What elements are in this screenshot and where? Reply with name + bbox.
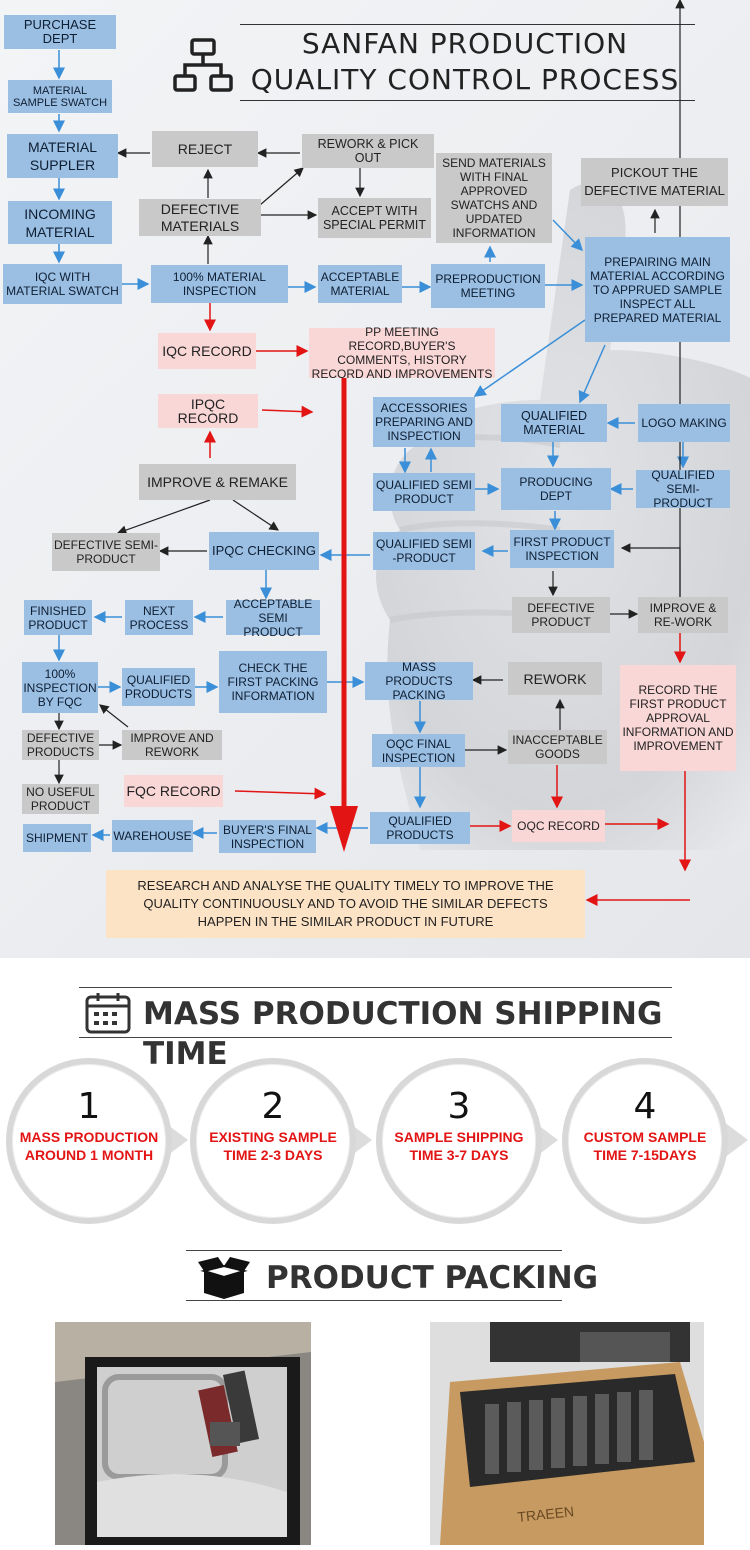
title-line-1: SANFAN PRODUCTION <box>301 27 629 60</box>
pickout-defective-node: PICKOUT THE DEFECTIVE MATERIAL <box>581 158 728 206</box>
producing-dept-node: PRODUCING DEPT <box>501 468 611 510</box>
oqc-final-inspection-node: OQC FINAL INSPECTION <box>372 734 465 767</box>
logo-making-node: LOGO MAKING <box>638 404 730 442</box>
qualified-semi-product-node-1: QUALIFIED SEMI PRODUCT <box>373 473 475 511</box>
qualified-products-final-node: QUALIFIED PRODUCTS <box>370 812 470 844</box>
material-inspection-node: 100% MATERIAL INSPECTION <box>151 265 288 303</box>
incoming-material-node: INCOMING MATERIAL <box>8 201 112 244</box>
rework-node: REWORK <box>508 662 602 695</box>
mass-products-packing-node: MASS PRODUCTS PACKING <box>365 660 473 702</box>
inacceptable-goods-node: INACCEPTABLE GOODS <box>508 730 607 764</box>
step-text: EXISTING SAMPLE TIME 2-3 DAYS <box>209 1129 337 1163</box>
fqc-record-node: FQC RECORD <box>124 775 223 807</box>
acceptable-semi-product-node: ACCEPTABLE SEMI PRODUCT <box>226 597 320 639</box>
purchase-dept-node: PURCHASE DEPT <box>4 15 116 49</box>
preparing-material-node: PREPAIRING MAIN MATERIAL ACCORDING TO AP… <box>585 237 730 342</box>
accept-special-permit-node: ACCEPT WITH SPECIAL PERMIT <box>318 198 431 238</box>
org-chart-icon <box>173 38 233 92</box>
step-number: 2 <box>261 1086 285 1127</box>
qualified-material-node: QUALIFIED MATERIAL <box>501 404 607 442</box>
fqc-inspection-node: 100% INSPECTION BY FQC <box>22 662 98 713</box>
defective-products-node: DEFECTIVE PRODUCTS <box>22 730 99 760</box>
buyer-final-inspection-node: BUYER'S FINAL INSPECTION <box>219 820 316 853</box>
defective-product-node: DEFECTIVE PRODUCT <box>512 597 610 633</box>
iqc-swatch-node: IQC WITH MATERIAL SWATCH <box>3 264 122 304</box>
improve-rework-right-node: IMPROVE & RE-WORK <box>638 597 728 633</box>
research-analysis-node: RESEARCH AND ANALYSE THE QUALITY TIMELY … <box>106 870 585 938</box>
material-swatch-node: MATERIAL SAMPLE SWATCH <box>8 80 112 113</box>
step-number: 4 <box>633 1086 657 1127</box>
acceptable-material-node: ACCEPTABLE MATERIAL <box>318 265 402 303</box>
page-title: SANFAN PRODUCTION QUALITY CONTROL PROCES… <box>250 26 680 98</box>
title-line-2: QUALITY CONTROL PROCESS <box>250 63 680 96</box>
ipqc-checking-node: IPQC CHECKING <box>209 532 319 570</box>
step-text: CUSTOM SAMPLE TIME 7-15DAYS <box>583 1129 707 1163</box>
record-first-product-node: RECORD THE FIRST PRODUCT APPROVAL INFORM… <box>620 665 736 771</box>
finished-product-node: FINISHED PRODUCT <box>24 600 92 635</box>
no-useful-product-node: NO USEFUL PRODUCT <box>22 784 99 814</box>
packing-photo-1 <box>55 1322 311 1545</box>
step-number: 3 <box>447 1086 471 1127</box>
oqc-record-node: OQC RECORD <box>512 810 605 842</box>
iqc-record-node: IQC RECORD <box>158 333 256 369</box>
defective-semi-product-node: DEFECTIVE SEMI-PRODUCT <box>52 533 160 571</box>
qualified-semi-product-node-2: QUALIFIED SEMI-PRODUCT <box>636 468 730 510</box>
pp-meeting-record-node: PP MEETING RECORD,BUYER'S COMMENTS, HIST… <box>309 325 495 381</box>
defective-materials-node: DEFECTIVE MATERIALS <box>139 199 261 236</box>
preproduction-meeting-node: PREPRODUCTION MEETING <box>431 264 545 308</box>
qualified-products-node: QUALIFIED PRODUCTS <box>122 668 195 706</box>
first-product-inspection-node: FIRST PRODUCT INSPECTION <box>510 530 614 568</box>
ipqc-record-node: IPQC RECORD <box>158 394 258 428</box>
next-process-node: NEXT PROCESS <box>125 600 193 635</box>
warehouse-node: WAREHOUSE <box>112 820 193 852</box>
calendar-icon <box>85 993 131 1034</box>
check-first-packing-node: CHECK THE FIRST PACKING INFORMATION <box>219 651 327 713</box>
reject-node: REJECT <box>152 131 258 167</box>
improve-remake-node: IMPROVE & REMAKE <box>139 464 296 500</box>
packing-photo-2: TRAEEN <box>430 1322 704 1545</box>
send-materials-node: SEND MATERIALS WITH FINAL APPROVED SWATC… <box>436 153 552 243</box>
shipment-node: SHIPMENT <box>23 824 91 852</box>
rework-pick-out-node: REWORK & PICK OUT <box>302 134 434 168</box>
step-text: MASS PRODUCTION AROUND 1 MONTH <box>19 1129 159 1163</box>
qualified-semi-product-node-3: QUALIFIED SEMI -PRODUCT <box>373 532 475 570</box>
accessories-node: ACCESSORIES PREPARING AND INSPECTION <box>373 397 475 447</box>
step-number: 1 <box>77 1086 101 1127</box>
step-text: SAMPLE SHIPPING TIME 3-7 DAYS <box>394 1129 524 1163</box>
shipping-title: MASS PRODUCTION SHIPPING TIME <box>143 996 663 1072</box>
open-box-icon <box>198 1257 250 1299</box>
flow-arrows <box>53 0 691 906</box>
box-brand-label: TRAEEN <box>517 1503 575 1525</box>
improve-rework-left-node: IMPROVE AND REWORK <box>122 730 222 760</box>
packing-title: PRODUCT PACKING <box>266 1260 599 1296</box>
qc-process-section: SANFAN PRODUCTION QUALITY CONTROL PROCES… <box>0 0 750 958</box>
material-supplier-node: MATERIAL SUPPLER <box>7 134 118 178</box>
